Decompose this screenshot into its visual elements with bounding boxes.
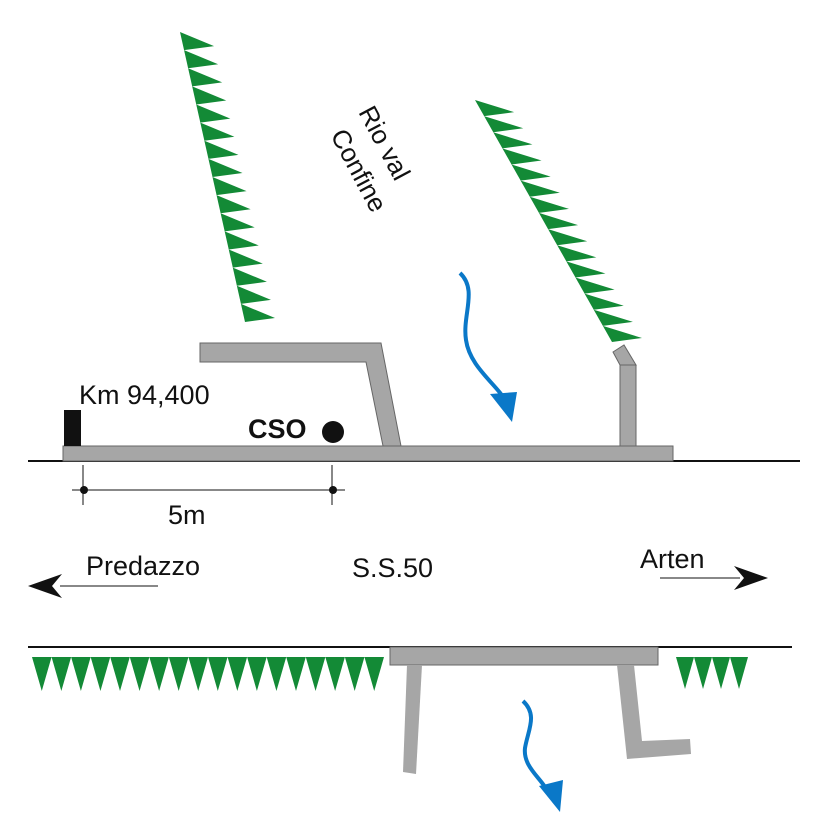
vegetation-tooth-lower-left: [51, 657, 72, 691]
arrow-left-head: [28, 574, 62, 598]
vegetation-tooth-upper-right: [584, 293, 624, 310]
vegetation-tooth-lower-left: [247, 657, 267, 691]
vegetation-tooth-upper-left: [228, 249, 263, 268]
vegetation-tooth-lower-left: [364, 657, 384, 691]
upper-right-pipe-bend: [612, 344, 637, 366]
vegetation-tooth-upper-right: [511, 164, 551, 181]
water-flow-upper: [458, 271, 508, 403]
vegetation-tooth-lower-left: [90, 657, 111, 691]
vegetation-tooth-upper-left: [200, 122, 235, 141]
vegetation-tooth-lower-left: [266, 657, 287, 691]
vegetation-tooth-upper-right: [484, 116, 524, 133]
vegetation-tooth-lower-left: [129, 657, 150, 691]
vegetation-tooth-upper-right: [529, 196, 569, 213]
cso-point: [322, 421, 344, 443]
km-marker-post: [64, 410, 81, 446]
lower-culvert-slab: [389, 646, 659, 666]
road-label: S.S.50: [352, 553, 433, 583]
vegetation-tooth-upper-left: [236, 285, 271, 304]
vegetation-tooth-upper-right: [493, 132, 533, 149]
vegetation-tooth-lower-left: [32, 657, 52, 691]
predazzo-label: Predazzo: [86, 551, 200, 581]
arten-label: Arten: [640, 544, 705, 574]
vegetation-tooth-lower-left: [71, 657, 91, 691]
cso-label: CSO: [248, 414, 307, 444]
vegetation-tooth-upper-left: [232, 267, 267, 286]
vegetation-tooth-lower-right: [694, 657, 712, 689]
arrow-right-head: [734, 566, 768, 590]
vegetation-tooth-lower-left: [286, 657, 306, 691]
vegetation-tooth-upper-left: [204, 140, 239, 159]
vegetation-tooth-lower-left: [208, 657, 228, 691]
upper-culvert-slab: [62, 445, 674, 462]
vegetation-tooth-lower-left: [149, 657, 169, 691]
vegetation-tooth-upper-right: [557, 245, 597, 262]
dimension-dot-right: [329, 486, 337, 494]
vegetation-tooth-lower-right: [730, 657, 748, 689]
vegetation-tooth-upper-right: [475, 100, 515, 117]
vegetation-tooth-upper-right: [538, 212, 579, 230]
vegetation-tooth-upper-left: [220, 213, 255, 232]
vegetation-tooth-lower-left: [344, 657, 365, 691]
vegetation-tooth-upper-left: [224, 231, 259, 250]
upper-left-pipe: [199, 342, 402, 447]
upper-right-pipe: [619, 364, 637, 447]
vegetation-tooth-upper-left: [184, 50, 219, 69]
vegetation-tooth-upper-right: [520, 180, 560, 197]
vegetation-tooth-lower-left: [305, 657, 326, 691]
km-label: Km 94,400: [79, 380, 210, 410]
vegetation-tooth-upper-left: [216, 195, 251, 214]
vegetation-tooth-lower-right: [676, 657, 694, 689]
distance-label: 5m: [168, 500, 206, 530]
vegetation-tooth-lower-left: [168, 657, 189, 691]
vegetation-tooth-upper-left: [188, 68, 223, 87]
vegetation-tooth-upper-left: [180, 32, 215, 51]
vegetation-tooth-upper-right: [593, 309, 633, 326]
dimension-dot-left: [80, 486, 88, 494]
water-flow-lower: [521, 699, 547, 789]
vegetation-tooth-lower-left: [188, 657, 208, 691]
vegetation-tooth-upper-right: [602, 325, 642, 342]
vegetation-tooth-upper-left: [212, 177, 247, 196]
vegetation-tooth-upper-right: [502, 148, 542, 165]
vegetation-tooth-upper-right: [566, 261, 606, 278]
vegetation-tooth-upper-left: [192, 86, 227, 105]
water-flow-lower-arrowhead: [539, 780, 563, 812]
vegetation-tooth-upper-right: [548, 229, 588, 246]
lower-left-pipe: [403, 665, 422, 774]
water-flow-upper-arrowhead: [490, 392, 517, 422]
vegetation-tooth-upper-left: [196, 104, 231, 123]
vegetation-tooth-upper-left: [240, 303, 275, 322]
vegetation-tooth-lower-left: [110, 657, 130, 691]
vegetation-tooth-lower-left: [325, 657, 345, 691]
vegetation-tooth-lower-right: [712, 657, 730, 689]
vegetation: [32, 32, 748, 691]
lower-right-pipe: [617, 665, 691, 759]
vegetation-tooth-upper-right: [575, 277, 615, 294]
vegetation-tooth-upper-left: [208, 158, 243, 177]
vegetation-tooth-lower-left: [227, 657, 248, 691]
